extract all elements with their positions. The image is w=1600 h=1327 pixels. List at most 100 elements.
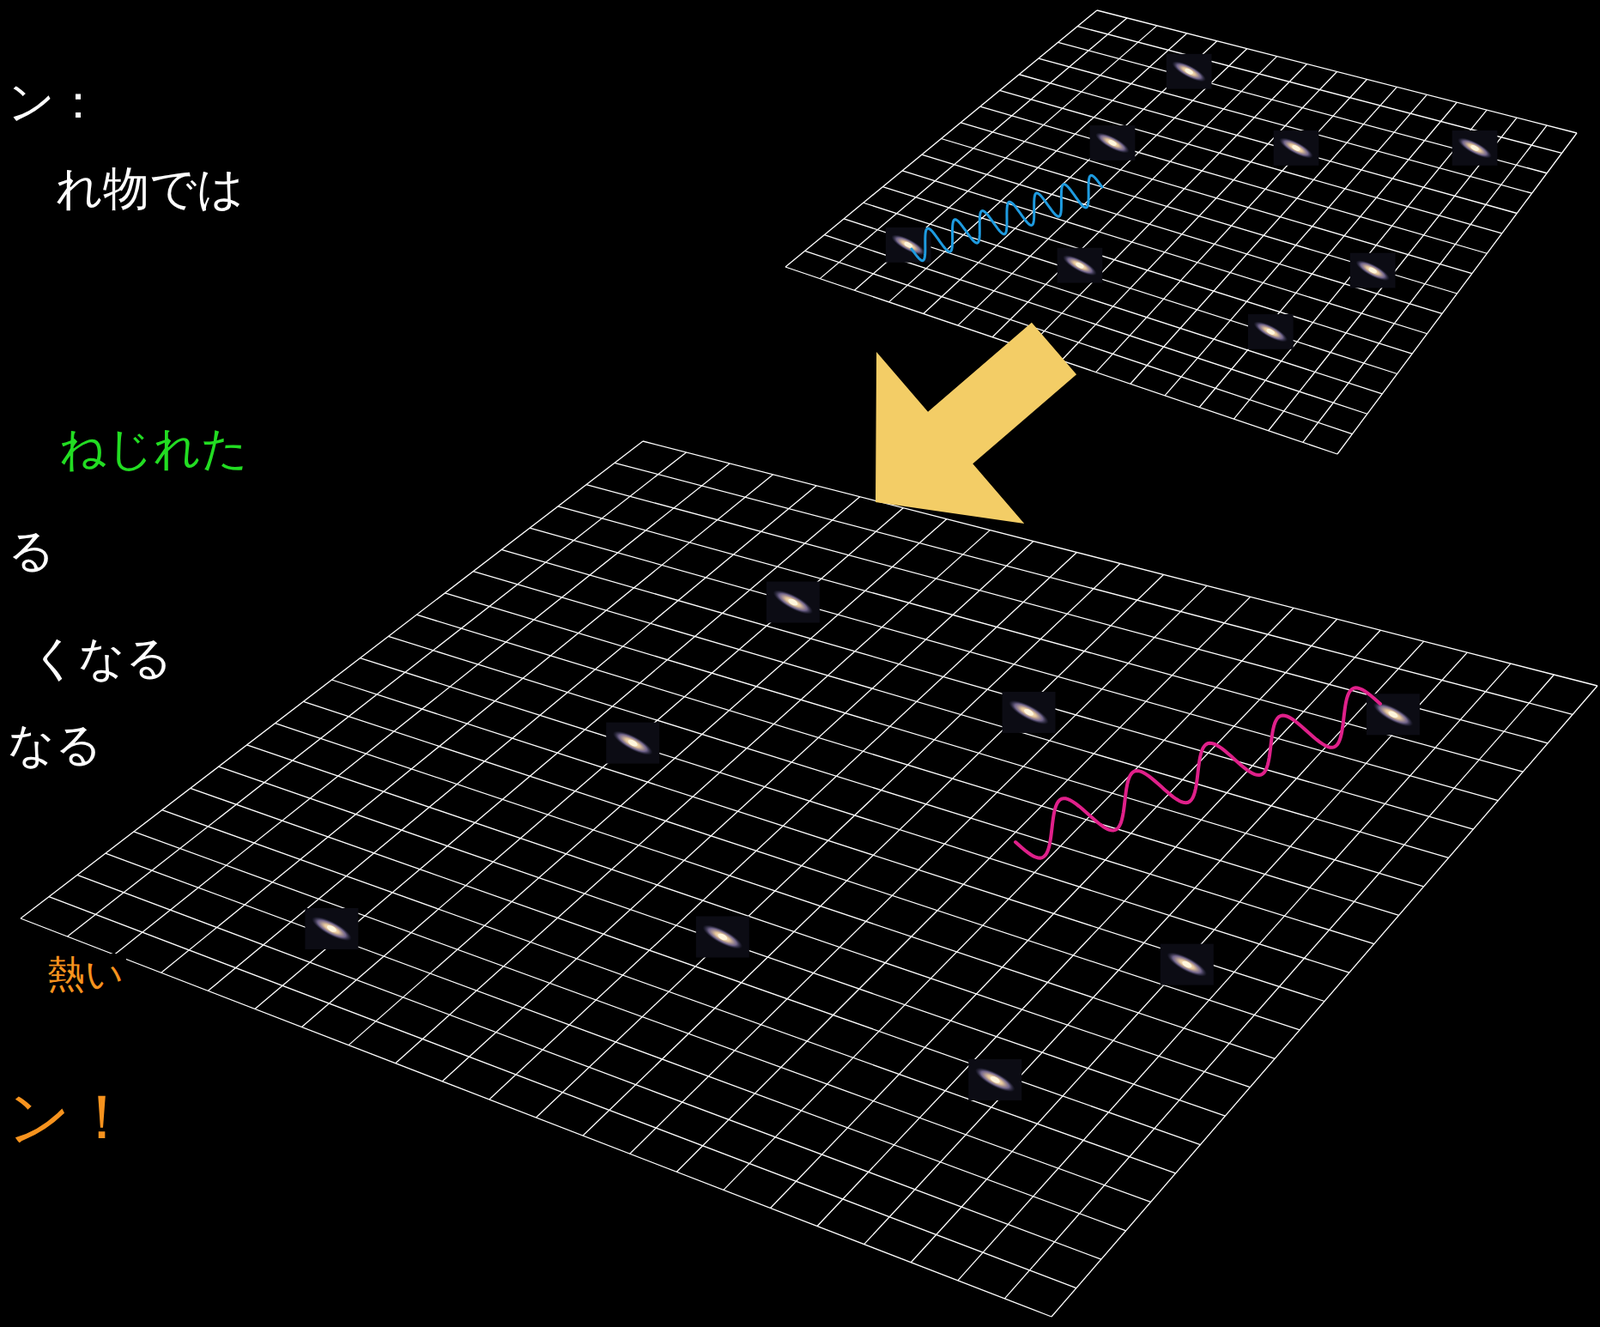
galaxy-disk [769,585,816,619]
galaxy-icon [696,916,750,958]
label-text: ねじれた [56,423,251,474]
galaxy-core [787,597,799,607]
label-text: ン！ [5,1083,136,1152]
label-text: る [5,525,58,576]
galaxy-icon [1452,130,1498,166]
galaxy-background [606,722,660,764]
galaxy-core [1290,144,1301,152]
galaxy-background [968,1059,1022,1101]
galaxy-icon [968,1059,1022,1101]
grid-line [1164,94,1427,396]
grid-line [910,652,1467,1263]
galaxy-core [1023,707,1035,717]
galaxy-background [1273,130,1320,166]
galaxy-background [1160,944,1214,986]
grid-line [20,918,1052,1317]
galaxy-background [766,581,820,624]
grid-line [863,202,1398,374]
galaxy-background [1166,54,1213,90]
grid-line [1004,674,1554,1299]
grid-line [723,607,1294,1190]
grid-line [1303,125,1547,443]
galaxy-disk [609,726,655,760]
galaxy-core [989,1074,1001,1085]
grid-line [882,187,1413,355]
galaxy-disk [699,920,746,954]
galaxy-core [326,924,338,934]
galaxy-disk [972,1063,1019,1097]
galaxy-icon [1057,248,1104,284]
galaxy-core [716,932,728,942]
galaxy-core [1469,144,1479,152]
label-text: くなる [28,632,176,684]
grid-line [77,874,1102,1260]
grid-line [676,596,1250,1172]
galaxy-background [304,908,358,950]
label-text: れ物では [53,163,247,214]
galaxy-disk [309,912,355,946]
galaxy-icon [1002,691,1056,734]
grid-line [1130,86,1398,384]
galaxy-icon [1166,54,1213,90]
short-wavelength-light [911,175,1103,261]
label-text: ン： [5,76,104,128]
galaxy-disk [1006,696,1052,730]
galaxy-core [1107,139,1117,147]
grid-line [162,810,1176,1174]
galaxy-disk [1169,57,1208,86]
galaxy-icon [1090,125,1136,161]
galaxy-icon [1350,253,1396,289]
grid-line [941,139,1458,295]
galaxy-background [1090,125,1136,161]
grid-line [817,630,1381,1226]
galaxy-icon [606,722,660,764]
grid-line [303,701,1301,1031]
galaxy-core [1266,327,1276,336]
grid-line [1199,102,1457,407]
grid-line [1233,109,1487,419]
grid-line [864,641,1425,1244]
galaxy-disk [1092,128,1132,158]
galaxy-disk [1060,251,1099,280]
grid-line [769,618,1337,1208]
galaxy-disk [889,230,928,260]
label-text: 熱い [44,953,127,995]
galaxy-disk [1352,256,1392,285]
galaxy-disk [1276,133,1316,163]
grid-line [275,723,1276,1060]
label-text: なる [5,719,105,770]
galaxy-core [626,738,638,748]
grid-line [48,896,1077,1289]
galaxy-background [1057,248,1104,284]
galaxy-background [1248,314,1294,350]
galaxy-background [1002,691,1056,734]
grid-line [1337,133,1577,455]
galaxy-disk [1454,133,1494,163]
galaxy-core [1183,67,1194,76]
grid-line [218,766,1226,1116]
expansion-arrow [875,322,1077,524]
galaxy-icon [1273,130,1320,166]
galaxy-core [1074,260,1085,269]
galaxy-background [1452,130,1498,166]
grid-line [957,663,1511,1281]
grid-line [133,831,1152,1202]
grid-line [1051,685,1598,1317]
grid-line [1096,78,1368,372]
galaxy-icon [1248,314,1294,350]
large-universe-grid [20,441,1598,1317]
galaxy-icon [766,581,820,624]
grid-line [105,853,1127,1231]
galaxy-background [696,916,750,958]
grid-line [630,585,1207,1154]
galaxy-icon [1160,944,1214,986]
galaxy-core [1181,959,1193,970]
long-wavelength-light [1015,687,1381,858]
grid-line [921,154,1443,314]
galaxy-disk [1163,947,1210,982]
galaxy-background [1350,253,1396,289]
galaxy-core [1368,266,1378,274]
grid-line [247,745,1251,1088]
galaxy-disk [1251,317,1291,346]
